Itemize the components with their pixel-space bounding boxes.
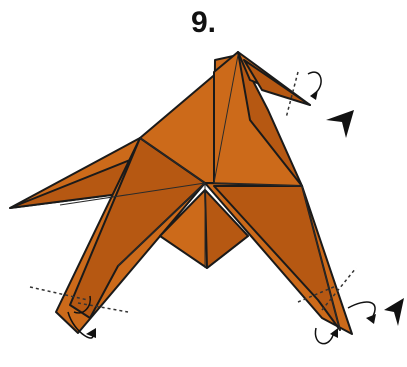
horse-figure xyxy=(10,52,352,334)
